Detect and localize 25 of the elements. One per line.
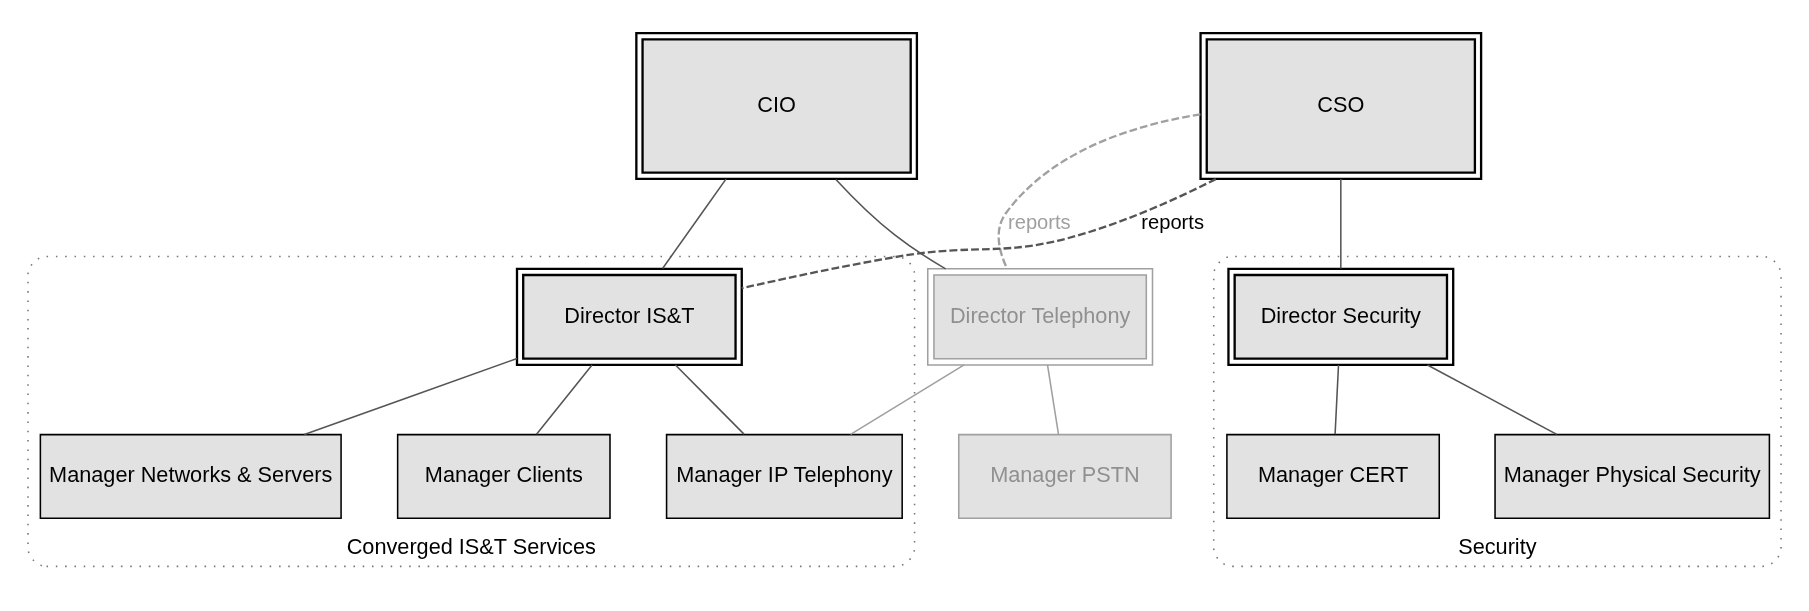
connector <box>997 112 1201 269</box>
node-box: CIO <box>635 31 919 180</box>
node-box: Director Telephony <box>926 267 1154 366</box>
node-box: Manager Clients <box>396 433 611 519</box>
connector <box>1426 363 1558 435</box>
connector <box>835 178 947 270</box>
connector <box>661 177 727 269</box>
connector <box>535 363 593 435</box>
edge-label: reports <box>1008 210 1071 233</box>
connector <box>849 363 965 435</box>
node-box: Director IS&T <box>515 267 743 366</box>
node-box: Director Security <box>1227 267 1455 366</box>
node-box: Manager CERT <box>1226 433 1441 519</box>
node-box: Manager Physical Security <box>1494 433 1771 519</box>
connector <box>303 357 518 435</box>
node-box: Manager IP Telephony <box>665 433 903 519</box>
connector <box>1340 177 1342 269</box>
node-box: CSO <box>1199 31 1483 180</box>
edge-label: reports <box>1141 210 1204 233</box>
connector <box>1046 363 1060 435</box>
connector <box>1334 363 1340 435</box>
connector <box>741 177 1217 289</box>
connector <box>674 363 745 435</box>
node-box: Manager Networks & Servers <box>39 433 342 519</box>
node-box: Manager PSTN <box>957 433 1172 519</box>
